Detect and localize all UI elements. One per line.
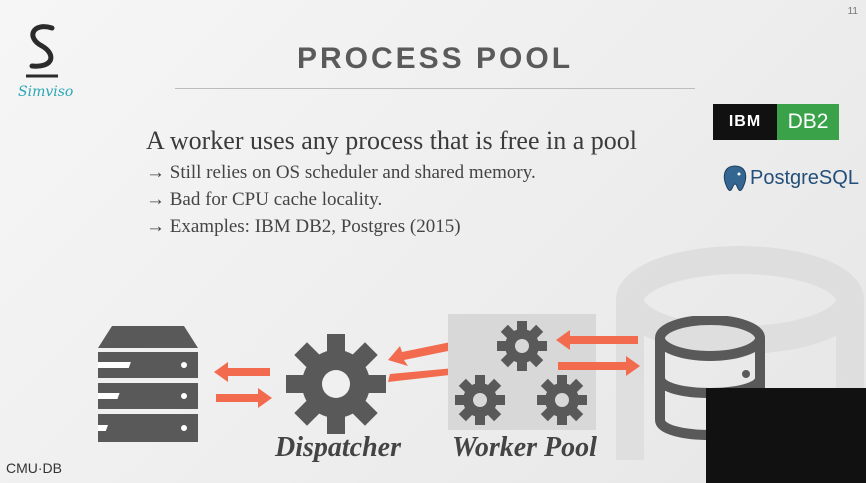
sub-bullet-1: → Still relies on OS scheduler and share…: [146, 162, 536, 183]
postgresql-elephant-icon: [723, 165, 747, 191]
request-arrows-icon: [214, 362, 272, 408]
ibm-logo-text: IBM: [713, 104, 777, 140]
cmu-db-logo: CMU·DB: [6, 460, 62, 476]
dispatcher-label: Dispatcher: [275, 432, 401, 463]
ibm-db2-logo: IBM DB2: [713, 104, 839, 140]
storage-arrows-icon: [556, 330, 640, 376]
db2-logo-text: DB2: [777, 104, 839, 140]
main-bullet: A worker uses any process that is free i…: [146, 126, 637, 155]
slide-title: PROCESS POOL: [296, 42, 574, 75]
simviso-logo-icon: [26, 24, 58, 78]
page-number: 11: [847, 6, 858, 17]
sub-bullet-2: → Bad for CPU cache locality.: [146, 189, 383, 210]
worker-pool-label: Worker Pool: [452, 432, 597, 463]
sub-bullet-3: → Examples: IBM DB2, Postgres (2015): [146, 216, 461, 237]
simviso-logo-text: Simviso: [18, 84, 74, 100]
video-overlay: [706, 388, 866, 483]
title-divider: [175, 88, 695, 89]
dispatcher-gear-icon: [286, 334, 386, 434]
postgresql-logo-text: PostgreSQL: [750, 167, 859, 189]
server-rack-icon: [98, 326, 198, 442]
